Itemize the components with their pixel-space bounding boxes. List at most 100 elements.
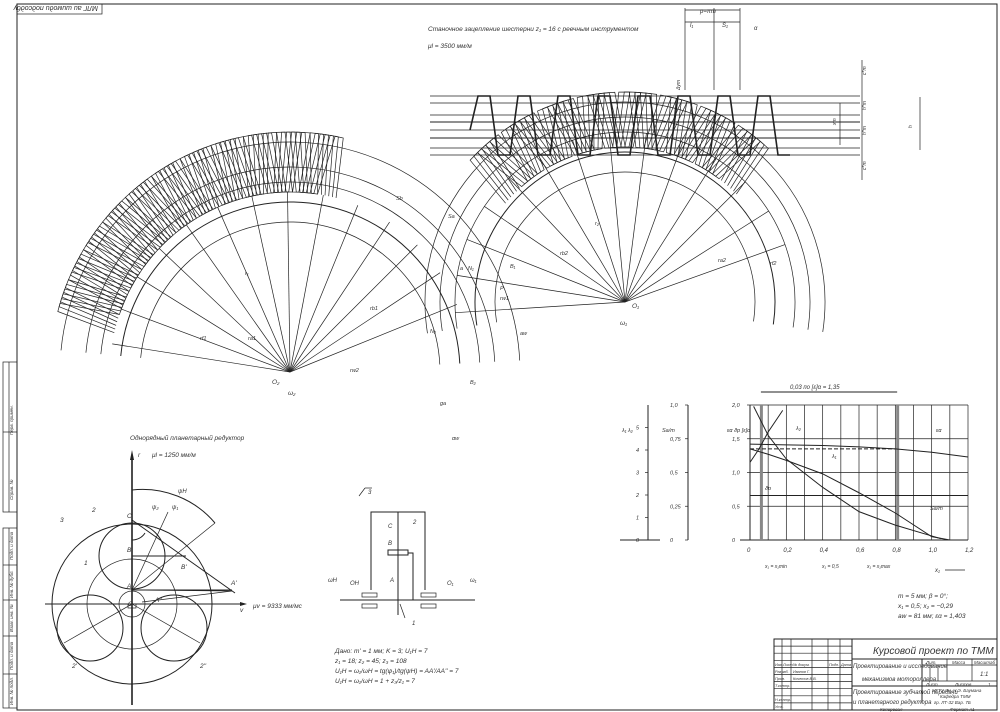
gear-radial-line <box>289 304 457 373</box>
gear-parameter-line: aw = 81 мм; εα = 1,403 <box>898 613 966 620</box>
gear-radial-line <box>287 192 291 373</box>
title-block-org: гр. ЛТ-32 Вар. 7Б <box>934 700 971 705</box>
planetary-point-label: A'' <box>154 597 163 604</box>
chart-curve-label: λ₁ <box>831 454 837 460</box>
gear-circle-arc <box>424 101 826 334</box>
gear-circle-arc <box>120 201 461 364</box>
chart-y-tick-label: 0,25 <box>670 504 682 510</box>
gear-radial-line <box>137 276 291 373</box>
chart-x-axis-label: x₁ <box>934 568 940 574</box>
gear-dimension-label: rw2 <box>350 368 359 374</box>
omega2-label: ω₂ <box>288 390 296 397</box>
title-block-developer: Иванов Г. <box>793 670 810 674</box>
omega1-label: ω₁ <box>620 320 627 327</box>
rack-dimension-label: h*m <box>862 101 868 110</box>
gear-radial-line <box>624 141 684 303</box>
pitch-label: p=πm <box>699 9 716 15</box>
gear2-tooth-envelope <box>63 131 339 319</box>
planetary-scale-v: μv = 9333 мм/мс <box>252 603 303 610</box>
gear2-tooth-envelope <box>61 131 334 323</box>
gear-dimension-label: N₂ <box>430 329 437 335</box>
gear-dimension-label: r₂ <box>595 221 600 227</box>
gear-radial-line <box>217 207 291 373</box>
title-block-row-label: Дата <box>840 663 851 667</box>
kinematic-label: B <box>388 541 392 547</box>
kinematic-label: ω₁ <box>470 578 477 584</box>
chart-x-tick-label: 0,8 <box>892 548 901 554</box>
border-stamp-text: Перв. примен. <box>9 405 14 435</box>
gear-dimension-label: rb1 <box>370 306 378 312</box>
chart-x-tick-label: 0,2 <box>783 548 792 554</box>
chart-y-tick-label: 1,5 <box>732 437 741 443</box>
gear-parameter-line: x₁ = 0,5; x₂ = −0,29 <box>897 603 953 610</box>
title-block-lit: Лит. <box>925 660 937 665</box>
gear-radial-line <box>624 133 647 303</box>
gear-radial-line <box>455 301 626 314</box>
gear-circle-arc <box>474 151 776 326</box>
chart-y-axis-label: εα ϑp [ε]α <box>727 428 751 434</box>
title-block-row-label: Утв. <box>775 705 784 709</box>
gear-circle-arc <box>494 171 756 323</box>
planetary-point-label: O <box>128 601 133 608</box>
kinematic-label: OH <box>350 581 360 587</box>
given-data-line: Дано: m' = 1 мм; K = 3; U₁H = 7 <box>334 648 428 655</box>
gear-radial-line <box>508 177 626 303</box>
title-block-subject: Проектирование и исследование <box>853 664 948 670</box>
chart-y-tick-label: 1,0 <box>670 403 679 409</box>
chart-x-tick-label: 0,6 <box>856 548 865 554</box>
gear-dimension-label: ra1 <box>248 336 256 342</box>
chart-x-tick-label: 1,0 <box>929 548 938 554</box>
title-block-sheets: Листов <box>954 682 972 687</box>
gear-dimension-label: aw <box>520 331 528 337</box>
border-stamp-text: Инв. № подл. <box>9 677 14 705</box>
gear-radial-line <box>158 248 291 373</box>
gear-radial-line <box>624 181 746 303</box>
title-block-sheets-value: 1 <box>988 682 991 687</box>
kinematic-label: ωH <box>328 578 338 584</box>
chart-y-tick-label: 0 <box>670 538 674 544</box>
gear-radial-line <box>186 224 291 373</box>
chart-y-tick-label: 0 <box>732 538 736 544</box>
axis-r-label: r <box>138 452 141 459</box>
kinematic-scheme <box>340 487 475 619</box>
chart-series-2 <box>749 410 784 463</box>
top-left-stamp-box <box>16 3 103 15</box>
gear-dimension-label: P <box>500 286 504 292</box>
gear-mesh-title: Станочное зацепление шестерни z₁ = 16 с … <box>428 26 639 33</box>
alpha-label: α <box>754 26 758 32</box>
axis-v-label: v <box>240 607 244 614</box>
chart-curve-label: λ₂ <box>795 426 802 432</box>
border-stamp-text: Справ. № <box>9 479 14 500</box>
gear-dimension-label: rf1 <box>200 336 206 342</box>
planetary-part-label: 3 <box>60 517 64 524</box>
border-stamp-text: Взам. инв. № <box>9 604 14 632</box>
chart-curve-label: εα <box>936 428 942 434</box>
title-block-project: Курсовой проект по ТММ <box>873 646 994 657</box>
gear-dimension-label: B₂ <box>470 380 477 386</box>
title-block-sheet-title: и планетарного редуктора <box>853 700 932 706</box>
gear-radial-line <box>466 239 626 303</box>
gear-radial-line <box>289 272 441 373</box>
rack-dimension-label: h <box>908 125 914 128</box>
title-block-row-label: Подп. <box>829 663 839 667</box>
gear-circle-arc <box>85 166 496 362</box>
title-block-format: Формат A1 <box>950 707 975 712</box>
chart-y-tick-label: 0,75 <box>670 437 682 443</box>
gear-dimension-label: rf2 <box>770 261 776 267</box>
gear-parameter-line: m = 5 мм; β = 0°; <box>898 592 948 600</box>
title-block-sheet-title: Проектирование зубчатой передачи <box>853 689 958 696</box>
gear-dimension-label: rw1 <box>500 296 509 302</box>
chart-bound-label: x₁ = x₁max <box>866 564 891 570</box>
title-block-org: Кафедра ТММ <box>940 694 971 699</box>
gear-radial-line <box>289 205 359 373</box>
chart-bound-hatch <box>759 405 763 540</box>
planetary-part-label: 2 <box>91 507 96 514</box>
chart-y-tick-label: 0,5 <box>732 504 741 510</box>
sheet-frame <box>16 3 998 711</box>
center-o2-label: O₂ <box>272 379 280 386</box>
chart-y-tick-label: 2,0 <box>731 403 741 409</box>
gear-mesh-drawing <box>57 8 921 373</box>
gear-dimension-label: Sb <box>396 196 403 202</box>
chart-y-tick-label: 1 <box>636 516 639 522</box>
